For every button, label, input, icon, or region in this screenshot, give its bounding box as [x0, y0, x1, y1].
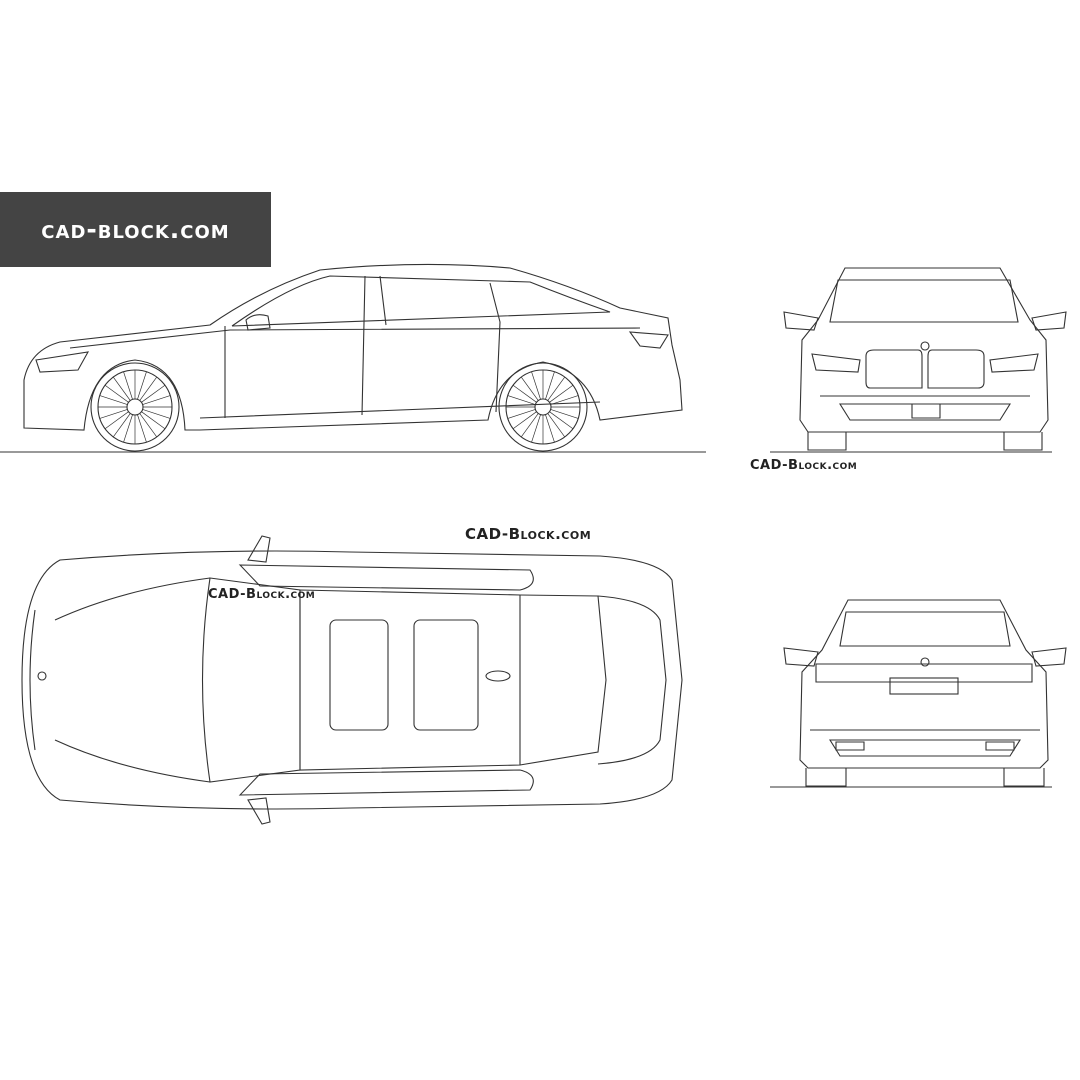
wheel-spoke — [545, 371, 555, 400]
front-body-outline — [799, 267, 1049, 433]
wheel-spoke — [123, 371, 133, 400]
wheel-spoke — [112, 413, 131, 438]
wheel-spoke — [123, 414, 133, 443]
wheel-spoke — [104, 411, 129, 430]
side-headlight — [35, 351, 90, 373]
front-grille-left — [865, 349, 923, 389]
side-character-line — [69, 327, 641, 419]
rear-wheel-hub — [534, 398, 552, 416]
wheel-spoke — [550, 395, 579, 405]
wheel-spoke — [139, 376, 158, 401]
wheel-spoke — [99, 409, 128, 419]
watermark-top-view-left: CAD-Block.com — [208, 587, 316, 602]
top-shark-fin — [485, 670, 511, 682]
front-wheel — [90, 362, 180, 452]
front-view — [770, 267, 1067, 453]
wheel-spoke — [507, 409, 536, 419]
rear-exhausts — [835, 741, 1015, 751]
front-windshield — [829, 279, 1019, 323]
front-lower-intake — [820, 395, 1030, 421]
wheel-spoke — [520, 376, 539, 401]
rear-taillights — [815, 663, 1033, 683]
wheel-spoke — [104, 384, 129, 403]
front-grille-right — [927, 349, 985, 389]
wheel-spoke — [137, 414, 147, 443]
wheel-spoke — [142, 409, 171, 419]
top-view — [21, 535, 683, 825]
side-taillight — [628, 331, 669, 349]
wheel-spoke — [549, 411, 574, 430]
rear-diffuser — [810, 729, 1040, 757]
brand-banner-text: CAD-Block.com — [41, 215, 230, 244]
front-badge — [920, 341, 930, 351]
watermark-front-view: CAD-Block.com — [750, 458, 858, 473]
rear-license-plate — [889, 677, 959, 695]
wheel-spoke — [547, 376, 566, 401]
wheel-spoke — [137, 371, 147, 400]
front-wheel-hub — [126, 398, 144, 416]
wheel-spoke — [112, 376, 131, 401]
wheel-spoke — [139, 413, 158, 438]
side-window-line — [231, 275, 611, 327]
side-door-lines — [224, 275, 501, 418]
front-headlights — [811, 353, 1039, 373]
wheel-spoke — [512, 411, 537, 430]
wheel-spoke — [550, 409, 579, 419]
wheel-spoke — [545, 414, 555, 443]
top-badge — [37, 671, 47, 681]
top-sunroof-rear — [413, 619, 479, 731]
wheel-spoke — [549, 384, 574, 403]
side-body-outline — [23, 263, 683, 431]
rear-window — [839, 611, 1011, 647]
top-rear-window — [519, 594, 607, 766]
front-tyres — [807, 432, 1043, 451]
side-view — [0, 263, 706, 453]
rear-tyres — [805, 768, 1045, 787]
wheel-spoke — [547, 413, 566, 438]
rear-mirrors — [783, 647, 1067, 667]
wheel-spokes — [98, 370, 580, 444]
wheel-spoke — [99, 395, 128, 405]
top-mirrors — [247, 535, 271, 825]
wheel-spoke — [531, 371, 541, 400]
top-windshield — [201, 577, 301, 783]
wheel-spoke — [512, 384, 537, 403]
wheel-spoke — [520, 413, 539, 438]
top-hood-lines — [29, 577, 211, 783]
rear-view — [770, 599, 1067, 788]
watermark-top-view-right: CAD-Block.com — [465, 525, 592, 543]
rear-body-outline — [799, 599, 1049, 769]
top-body-outline — [21, 550, 683, 810]
top-roof — [299, 589, 521, 771]
wheel-spoke — [142, 395, 171, 405]
front-mirrors — [783, 311, 1067, 331]
rear-badge — [920, 657, 930, 667]
top-side-windows — [238, 564, 534, 796]
wheel-spoke — [141, 384, 166, 403]
wheel-spoke — [141, 411, 166, 430]
wheel-spoke — [531, 414, 541, 443]
top-trunk-lines — [597, 595, 667, 765]
top-sunroof-front — [329, 619, 389, 731]
brand-banner: CAD-Block.com — [0, 192, 271, 267]
rear-wheel — [498, 362, 588, 452]
wheel-spoke — [507, 395, 536, 405]
side-mirror — [245, 314, 271, 331]
